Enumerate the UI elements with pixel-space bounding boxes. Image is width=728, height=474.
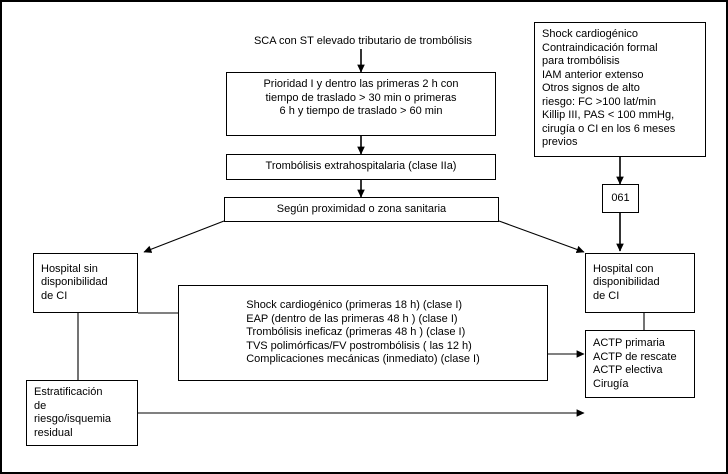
node-emergency-number-text: 061 — [611, 191, 630, 204]
node-contraindications: Shock cardiogénico Contraindicación form… — [534, 22, 706, 157]
node-priority-text: Prioridad I y dentro las primeras 2 h co… — [263, 78, 459, 117]
node-hospital-with-ci: Hospital con disponibilidad de CI — [585, 253, 695, 313]
node-thrombolysis-text: Trombólisis extrahospitalaria (clase IIa… — [265, 160, 457, 173]
node-contraindications-text: Shock cardiogénico Contraindicación form… — [542, 28, 676, 148]
node-hospital-without-ci-text: Hospital sin disponibilidad de CI — [41, 262, 108, 302]
node-proximity-text: Según proximidad o zona sanitaria — [276, 202, 447, 215]
node-proximity: Según proximidad o zona sanitaria — [224, 197, 499, 222]
node-thrombolysis: Trombólisis extrahospitalaria (clase IIa… — [226, 154, 496, 180]
node-hospital-with-ci-text: Hospital con disponibilidad de CI — [593, 262, 660, 302]
diagram-title: SCA con ST elevado tributario de tromból… — [253, 35, 473, 47]
node-indications-text: Shock cardiogénico (primeras 18 h) (clas… — [246, 299, 480, 366]
connector-proximity-to-hospital-without-ci — [143, 220, 225, 253]
node-actp-text: ACTP primaria ACTP de rescate ACTP elect… — [593, 337, 677, 390]
node-stratification-text: Estratificación de riesgo/isquemia resid… — [34, 386, 112, 439]
node-priority: Prioridad I y dentro las primeras 2 h co… — [226, 72, 496, 136]
connector-proximity-to-hospital-with-ci — [498, 220, 585, 254]
node-actp: ACTP primaria ACTP de rescate ACTP elect… — [585, 330, 695, 398]
node-emergency-number: 061 — [602, 184, 639, 213]
node-indications: Shock cardiogénico (primeras 18 h) (clas… — [178, 285, 548, 381]
node-stratification: Estratificación de riesgo/isquemia resid… — [26, 380, 138, 446]
node-hospital-without-ci: Hospital sin disponibilidad de CI — [33, 253, 138, 313]
